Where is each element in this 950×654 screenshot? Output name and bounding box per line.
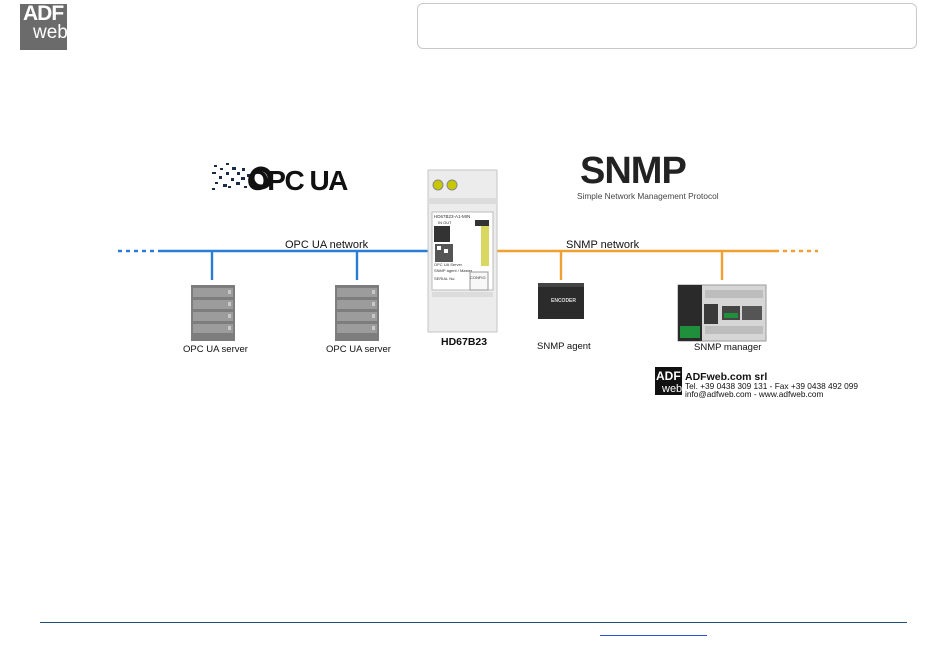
- contact-email: info@adfweb.com - www.adfweb.com: [685, 389, 824, 399]
- device-label-line-2: IN OUT: [438, 220, 452, 225]
- snmp-agent-device-text: ENCODER: [551, 298, 576, 304]
- device-label-line-1: HD67B23-A1-MIN: [434, 214, 470, 219]
- logo-text-bottom: web: [33, 22, 68, 43]
- contact-logo-bottom: web: [661, 383, 682, 395]
- contact-phone: Tel. +39 0438 309 131 - Fax +39 0438 492…: [685, 381, 858, 391]
- opc-ua-network-label: OPC UA network: [285, 239, 369, 251]
- device-label-line-5: SERIAL No.: [434, 276, 455, 281]
- opc-ua-server-2-label: OPC UA server: [326, 344, 391, 355]
- device-label-line-3: OPC UA Server: [434, 262, 463, 267]
- gateway-device: HD67B23-A1-MIN IN OUT OPC UA Server SNMP…: [427, 169, 498, 333]
- device-badge: CONFIG: [470, 275, 486, 280]
- logo-text-top: ADF: [23, 2, 64, 25]
- device-label-line-4: SNMP agent / Master: [434, 268, 473, 273]
- opc-ua-server-1-label: OPC UA server: [183, 344, 248, 355]
- opc-ua-logo-text: OPC UA: [247, 165, 348, 196]
- snmp-manager-label: SNMP manager: [694, 342, 761, 353]
- snmp-logo-subtitle: Simple Network Management Protocol: [577, 191, 719, 201]
- opc-ua-logo: OPC UA: [212, 163, 350, 196]
- header-title-box: [417, 3, 917, 49]
- footer-link-underline[interactable]: [600, 635, 707, 636]
- snmp-logo: SNMP Simple Network Management Protocol: [577, 150, 719, 201]
- snmp-manager-device: [677, 284, 767, 342]
- opc-ua-server-2: [335, 285, 379, 341]
- gateway-device-name: HD67B23: [441, 336, 487, 348]
- snmp-agent-label: SNMP agent: [537, 341, 591, 352]
- contact-company: ADFweb.com srl: [685, 371, 767, 383]
- snmp-network-label: SNMP network: [566, 239, 640, 251]
- footer-divider: [40, 622, 907, 623]
- opc-ua-server-1: [191, 285, 235, 341]
- contact-logo-top: ADF: [656, 369, 681, 383]
- snmp-logo-text: SNMP: [580, 150, 686, 192]
- snmp-network-line: [497, 249, 818, 280]
- opc-ua-network-line: [118, 249, 428, 280]
- contact-logo: ADF web: [655, 367, 682, 395]
- adfweb-logo: ADF web: [20, 2, 68, 50]
- snmp-agent-device: ENCODER: [538, 283, 584, 319]
